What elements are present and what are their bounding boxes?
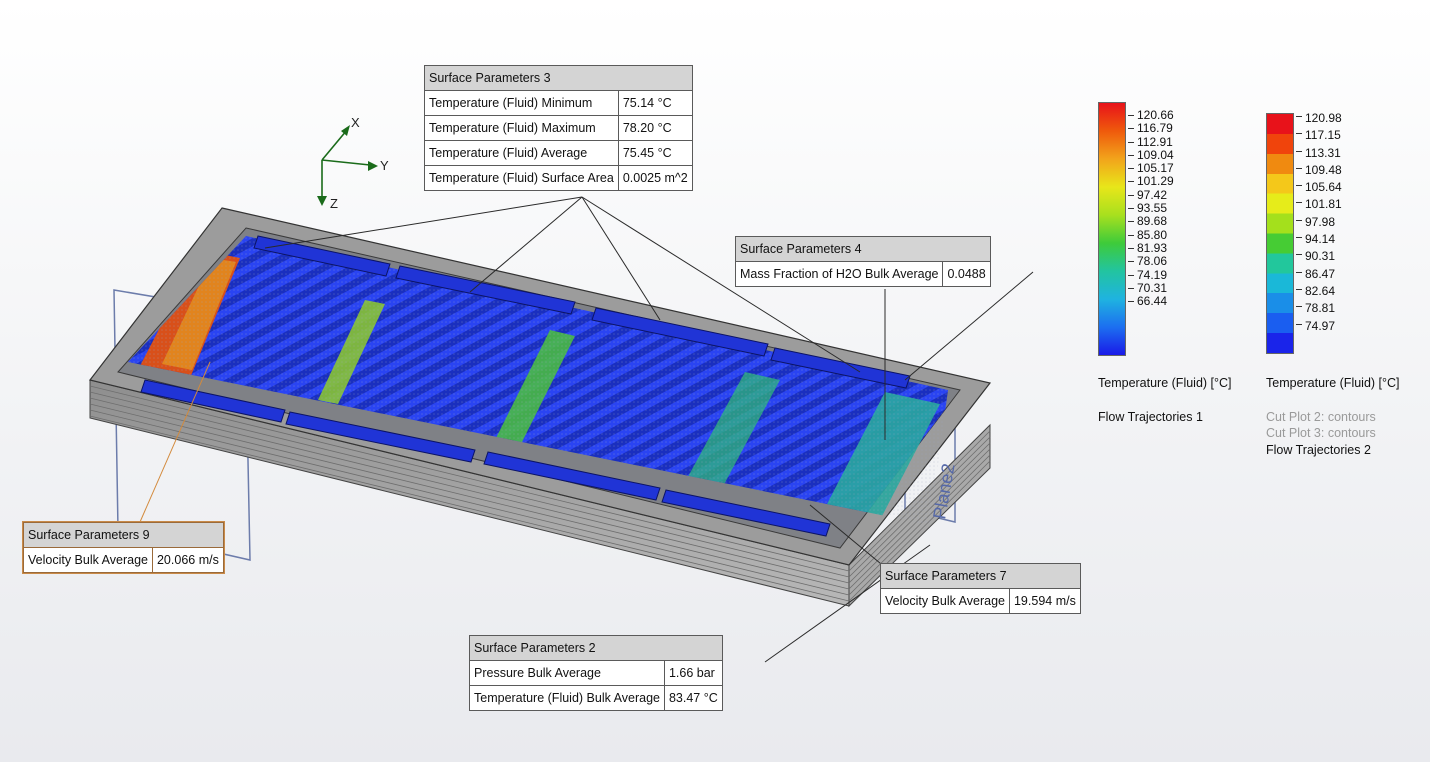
color-bar-1[interactable] bbox=[1098, 102, 1126, 356]
color-bar-tick: 90.31 bbox=[1296, 248, 1342, 265]
color-bar-tick: 117.15 bbox=[1296, 127, 1342, 144]
table-title: Surface Parameters 2 bbox=[469, 635, 723, 661]
legend-2-item-cut-plot-3[interactable]: Cut Plot 3: contours bbox=[1266, 426, 1376, 440]
legend-1-title: Temperature (Fluid) [°C] bbox=[1098, 376, 1232, 390]
axis-triad bbox=[317, 125, 378, 206]
color-bar-tick: 85.80 bbox=[1128, 228, 1174, 242]
color-bar-tick: 94.14 bbox=[1296, 231, 1342, 248]
legend-2-item-flow-trajectories-2[interactable]: Flow Trajectories 2 bbox=[1266, 443, 1371, 457]
color-bar-tick: 74.97 bbox=[1296, 318, 1342, 335]
color-bar-tick: 120.66 bbox=[1128, 108, 1174, 122]
callout-leader-sp9 bbox=[139, 361, 211, 523]
table-title: Surface Parameters 7 bbox=[880, 563, 1081, 589]
manifold-headers bbox=[140, 235, 911, 537]
color-bar-tick: 82.64 bbox=[1296, 283, 1342, 300]
legend-2-title: Temperature (Fluid) [°C] bbox=[1266, 376, 1400, 390]
legend-1-item-flow-trajectories-1[interactable]: Flow Trajectories 1 bbox=[1098, 410, 1203, 424]
color-bar-tick: 70.31 bbox=[1128, 281, 1174, 295]
color-bar-tick: 105.17 bbox=[1128, 161, 1174, 176]
color-bar-tick: 93.55 bbox=[1128, 201, 1174, 215]
color-bar-tick: 97.42 bbox=[1128, 188, 1174, 202]
color-bar-tick: 97.98 bbox=[1296, 214, 1342, 231]
color-bar-tick: 120.98 bbox=[1296, 110, 1342, 127]
color-bar-tick: 101.29 bbox=[1128, 174, 1174, 189]
color-bar-tick: 89.68 bbox=[1128, 215, 1174, 228]
legend-2-item-cut-plot-2[interactable]: Cut Plot 2: contours bbox=[1266, 410, 1376, 424]
color-bar-tick: 66.44 bbox=[1128, 294, 1174, 308]
callout-leaders bbox=[264, 196, 1034, 663]
color-bar-tick: 116.79 bbox=[1128, 121, 1173, 136]
surface-parameters-9-table[interactable]: Surface Parameters 9 Velocity Bulk Avera… bbox=[22, 521, 225, 574]
axis-label-y: Y bbox=[380, 158, 389, 173]
surface-parameters-2-table[interactable]: Surface Parameters 2 Pressure Bulk Avera… bbox=[469, 635, 723, 711]
color-bar-tick: 101.81 bbox=[1296, 196, 1342, 213]
color-bar-tick: 81.93 bbox=[1128, 241, 1174, 255]
surface-parameters-4-table[interactable]: Surface Parameters 4 Mass Fraction of H2… bbox=[734, 236, 991, 287]
table-title: Surface Parameters 4 bbox=[735, 236, 991, 262]
surface-parameters-3-table[interactable]: Surface Parameters 3 Temperature (Fluid)… bbox=[424, 65, 693, 191]
color-bar-tick: 113.31 bbox=[1296, 145, 1342, 162]
color-bar-tick: 105.64 bbox=[1296, 179, 1342, 196]
surface-parameters-7-table[interactable]: Surface Parameters 7 Velocity Bulk Avera… bbox=[880, 563, 1081, 614]
color-bar-tick: 109.04 bbox=[1128, 147, 1174, 162]
color-bar-tick: 109.48 bbox=[1296, 162, 1342, 179]
axis-label-x: X bbox=[351, 115, 360, 130]
color-bar-2[interactable] bbox=[1266, 113, 1294, 354]
color-bar-tick: 78.06 bbox=[1128, 254, 1174, 268]
color-bar-tick: 78.81 bbox=[1296, 300, 1342, 317]
color-bar-tick: 86.47 bbox=[1296, 266, 1342, 283]
axis-label-z: Z bbox=[330, 196, 338, 211]
color-bar-tick: 112.91 bbox=[1128, 134, 1173, 149]
color-bar-tick: 74.19 bbox=[1128, 268, 1174, 282]
table-title: Surface Parameters 9 bbox=[23, 522, 224, 548]
table-title: Surface Parameters 3 bbox=[424, 65, 693, 91]
